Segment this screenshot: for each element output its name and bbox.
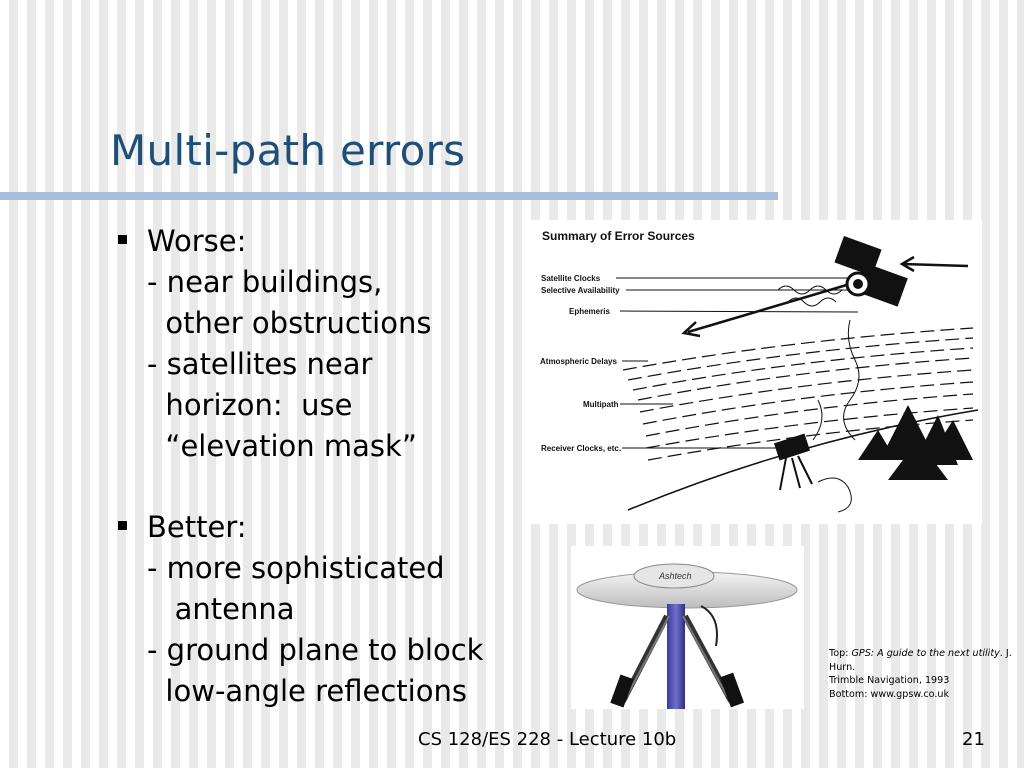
figure-heading: Summary of Error Sources bbox=[542, 229, 695, 243]
bullet-line: - ground plane to block bbox=[147, 633, 484, 667]
bullet-line: horizon: use bbox=[147, 388, 353, 422]
figure-label: Satellite Clocks bbox=[541, 274, 601, 283]
error-sources-figure: Summary of Error Sources Satellite Clock… bbox=[528, 220, 982, 524]
bullet-line: - more sophisticated bbox=[147, 551, 445, 585]
bullet-line: low-angle reflections bbox=[147, 674, 467, 708]
image-credits: Top: GPS: A guide to the next utility. J… bbox=[829, 647, 1014, 701]
antenna-brand-label: Ashtech bbox=[658, 571, 692, 581]
page-number: 21 bbox=[962, 729, 985, 750]
bullet-square-icon bbox=[118, 521, 127, 530]
satellite-icon bbox=[834, 236, 908, 307]
bullet-line: Better: bbox=[147, 510, 247, 544]
figure-label: Atmospheric Delays bbox=[540, 357, 617, 366]
figure-label: Receiver Clocks, etc. bbox=[541, 444, 621, 453]
figure-label: Ephemeris bbox=[569, 307, 610, 316]
title-underline bbox=[0, 192, 778, 200]
bullet-line: other obstructions bbox=[147, 306, 432, 340]
mountains-icon bbox=[858, 405, 973, 480]
bullet-line: antenna bbox=[147, 592, 295, 626]
bullet-worse: Worse: - near buildings, other obstructi… bbox=[118, 221, 431, 467]
error-sources-illustration: Summary of Error Sources Satellite Clock… bbox=[540, 229, 979, 513]
receiver-icon bbox=[774, 433, 852, 513]
bullet-line: - satellites near bbox=[147, 347, 373, 381]
credits-top-title: GPS: A guide to the next utility bbox=[851, 648, 1000, 659]
bullet-square-icon bbox=[118, 235, 127, 244]
credits-top-prefix: Top: bbox=[829, 648, 852, 659]
credits-line3: Bottom: www.gpsw.co.uk bbox=[829, 688, 950, 700]
bullet-lines: Worse: - near buildings, other obstructi… bbox=[147, 221, 431, 467]
slide-title: Multi-path errors bbox=[110, 126, 466, 175]
antenna-photo: Ashtech bbox=[571, 546, 804, 709]
bullet-line: “elevation mask” bbox=[147, 429, 417, 463]
antenna-illustration: Ashtech bbox=[576, 563, 798, 709]
figure-label: Multipath bbox=[583, 400, 619, 409]
bullet-line: - near buildings, bbox=[147, 265, 383, 299]
credits-top-rest: . J. Hurn. bbox=[829, 648, 1012, 673]
bullet-better: Better: - more sophisticated antenna - g… bbox=[118, 507, 483, 712]
slide-footer: CS 128/ES 228 - Lecture 10b bbox=[418, 729, 677, 750]
bullet-line: Worse: bbox=[147, 224, 247, 258]
figure-label: Selective Availability bbox=[541, 286, 620, 295]
bullet-lines: Better: - more sophisticated antenna - g… bbox=[147, 507, 483, 712]
credits-line2: Trimble Navigation, 1993 bbox=[829, 675, 950, 687]
